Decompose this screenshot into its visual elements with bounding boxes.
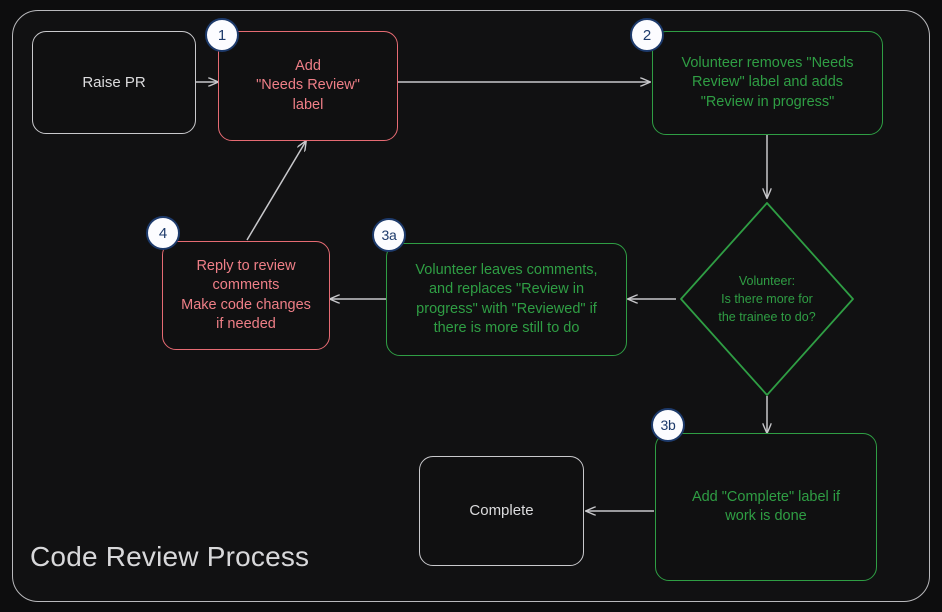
node-add-complete[interactable]: Add "Complete" label if work is done [655, 433, 877, 581]
node-complete-label: Complete [469, 502, 534, 520]
badge-step-3b: 3b [651, 408, 685, 442]
node-volunteer-comments-label: Volunteer leaves comments, and replaces … [415, 261, 598, 336]
node-add-label-label: Add "Needs Review" label [256, 58, 360, 113]
node-volunteer-relabel-label: Volunteer removes "Needs Review" label a… [681, 55, 854, 110]
page-title: Code Review Process [30, 541, 310, 572]
decision-diamond-shape [680, 202, 854, 396]
node-volunteer-comments[interactable]: Volunteer leaves comments, and replaces … [386, 243, 627, 356]
node-reply-to-review-label: Reply to review comments Make code chang… [181, 257, 311, 332]
node-decision-label: Volunteer: Is there more for the trainee… [718, 273, 816, 325]
node-add-complete-label: Add "Complete" label if work is done [691, 488, 841, 524]
badge-step-3a: 3a [372, 218, 406, 252]
node-decision[interactable]: Volunteer: Is there more for the trainee… [678, 200, 856, 398]
node-volunteer-relabel[interactable]: Volunteer removes "Needs Review" label a… [652, 31, 883, 135]
node-raise-pr-label: Raise PR [82, 73, 146, 91]
badge-step-1: 1 [205, 18, 239, 52]
node-raise-pr[interactable]: Raise PR [32, 31, 196, 134]
badge-step-4: 4 [146, 216, 180, 250]
node-complete[interactable]: Complete [419, 456, 584, 566]
badge-step-2: 2 [630, 18, 664, 52]
node-add-label[interactable]: Add "Needs Review" label [218, 31, 398, 141]
node-reply-to-review[interactable]: Reply to review comments Make code chang… [162, 241, 330, 350]
